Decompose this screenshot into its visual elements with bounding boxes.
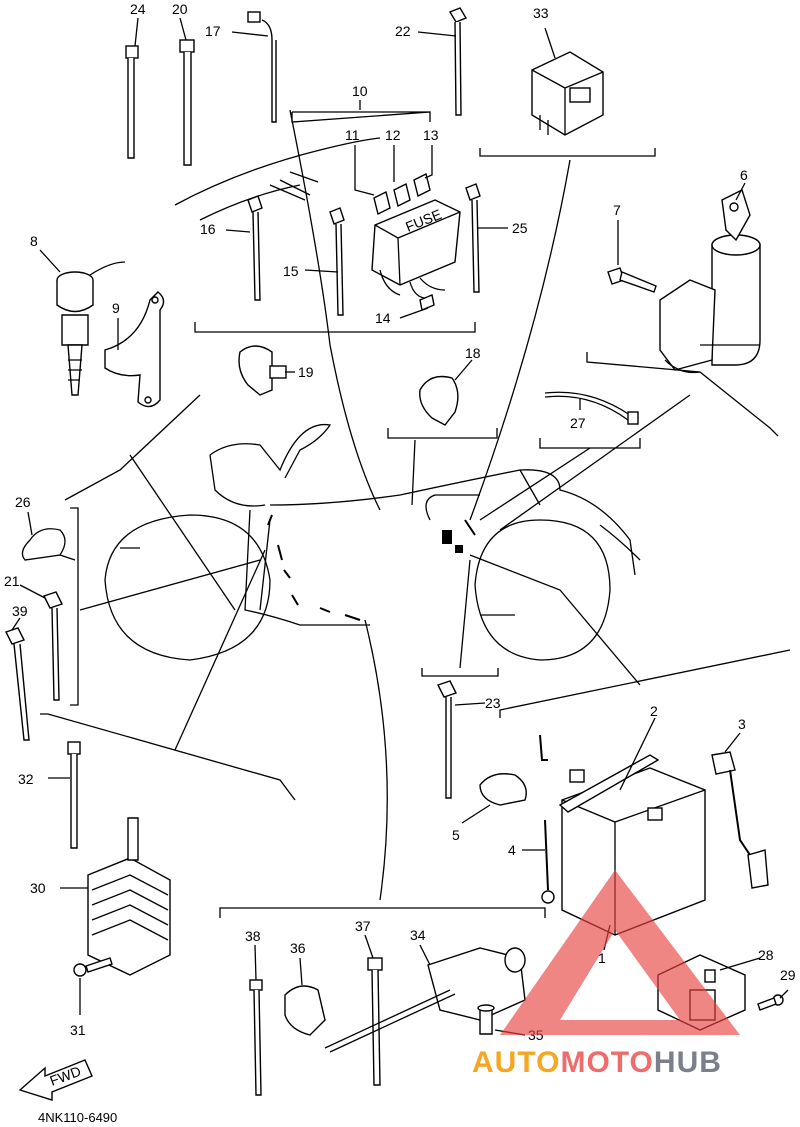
fwd-arrow-icon: FWD (18, 1059, 93, 1101)
callout-5: 5 (452, 827, 460, 843)
callout-37: 37 (355, 918, 371, 934)
callout-8: 8 (30, 233, 38, 249)
callout-2: 2 (650, 703, 658, 719)
callout-labels: 24 20 17 22 33 10 11 12 13 16 15 14 25 6… (4, 1, 796, 1043)
cable-tie-38 (249, 979, 263, 1096)
callout-7: 7 (613, 202, 621, 218)
cable-tie-25 (465, 183, 481, 293)
bolt-7 (607, 267, 657, 293)
callout-14: 14 (375, 310, 391, 326)
cable-tie-32 (67, 741, 81, 849)
callout-18: 18 (465, 345, 481, 361)
callout-20: 20 (172, 1, 188, 17)
watermark-hub: HUB (654, 1046, 722, 1079)
callout-24: 24 (130, 1, 146, 17)
clamp-26 (21, 528, 76, 561)
lead-wire-27 (544, 391, 639, 425)
callout-4: 4 (508, 842, 516, 858)
bolt-35 (477, 1004, 495, 1035)
callout-30: 30 (30, 880, 46, 896)
bracket-9 (104, 291, 165, 408)
callout-25: 25 (512, 220, 528, 236)
cable-tie-24 (125, 45, 139, 159)
callout-10: 10 (352, 83, 368, 99)
callout-15: 15 (283, 263, 299, 279)
sidestand-switch-34 (324, 947, 526, 1053)
bolt-31 (73, 957, 113, 977)
callout-17: 17 (205, 23, 221, 39)
callout-6: 6 (740, 167, 748, 183)
leader-lines (79, 109, 691, 901)
callout-22: 22 (395, 23, 411, 39)
cable-tie-37 (367, 957, 383, 1086)
band-clamp-5 (479, 773, 527, 806)
callout-23: 23 (485, 695, 501, 711)
battery-lead-4 (539, 734, 555, 904)
watermark-moto: MOTO (560, 1046, 653, 1079)
watermark-logo (500, 870, 740, 1035)
callout-9: 9 (112, 300, 120, 316)
callout-3: 3 (738, 716, 746, 732)
callout-11: 11 (345, 127, 360, 143)
clamp-36 (284, 985, 326, 1036)
cable-tie-21 (43, 591, 63, 701)
callout-16: 16 (200, 221, 216, 237)
cable-tie-16 (247, 195, 263, 301)
watermark-text: AUTOMOTOHUB (472, 1046, 722, 1079)
callout-leaders (11, 17, 789, 1036)
callout-33: 33 (533, 5, 549, 21)
callout-34: 34 (410, 927, 426, 943)
relay-33 (531, 51, 604, 136)
watermark-triangle-icon (500, 870, 740, 1035)
clamp-19 (238, 345, 287, 396)
callout-1: 1 (598, 950, 606, 966)
cable-tie-20 (179, 39, 195, 166)
main-switch-6 (659, 189, 761, 374)
fuse-box: FUSE (174, 137, 461, 311)
cable-tie-17 (247, 11, 277, 123)
watermark-auto: AUTO (472, 1046, 560, 1079)
bolt-29 (757, 994, 784, 1011)
callout-13: 13 (423, 127, 439, 143)
callout-19: 19 (298, 364, 314, 380)
switch-8 (56, 261, 126, 396)
callout-38: 38 (245, 928, 261, 944)
callout-32: 32 (18, 771, 34, 787)
rectifier-regulator-30 (87, 817, 171, 976)
callout-39: 39 (12, 603, 28, 619)
battery-lead-3 (711, 751, 769, 889)
motorcycle-outline (104, 423, 641, 661)
cable-tie-39 (5, 627, 30, 741)
callout-28: 28 (758, 947, 774, 963)
cable-tie-23 (437, 680, 457, 799)
cable-tie-15 (329, 207, 345, 316)
callout-29: 29 (780, 967, 796, 983)
battery-band-2 (558, 754, 660, 813)
callout-26: 26 (15, 494, 31, 510)
callout-36: 36 (290, 940, 306, 956)
callout-27: 27 (570, 415, 586, 431)
callout-31: 31 (70, 1022, 86, 1038)
cable-tie-22 (448, 7, 468, 116)
clamp-18 (419, 375, 459, 426)
callout-21: 21 (4, 573, 20, 589)
battery-1 (561, 767, 706, 936)
diagram-code: 4NK110-6490 (38, 1110, 117, 1125)
callout-12: 12 (385, 127, 401, 143)
